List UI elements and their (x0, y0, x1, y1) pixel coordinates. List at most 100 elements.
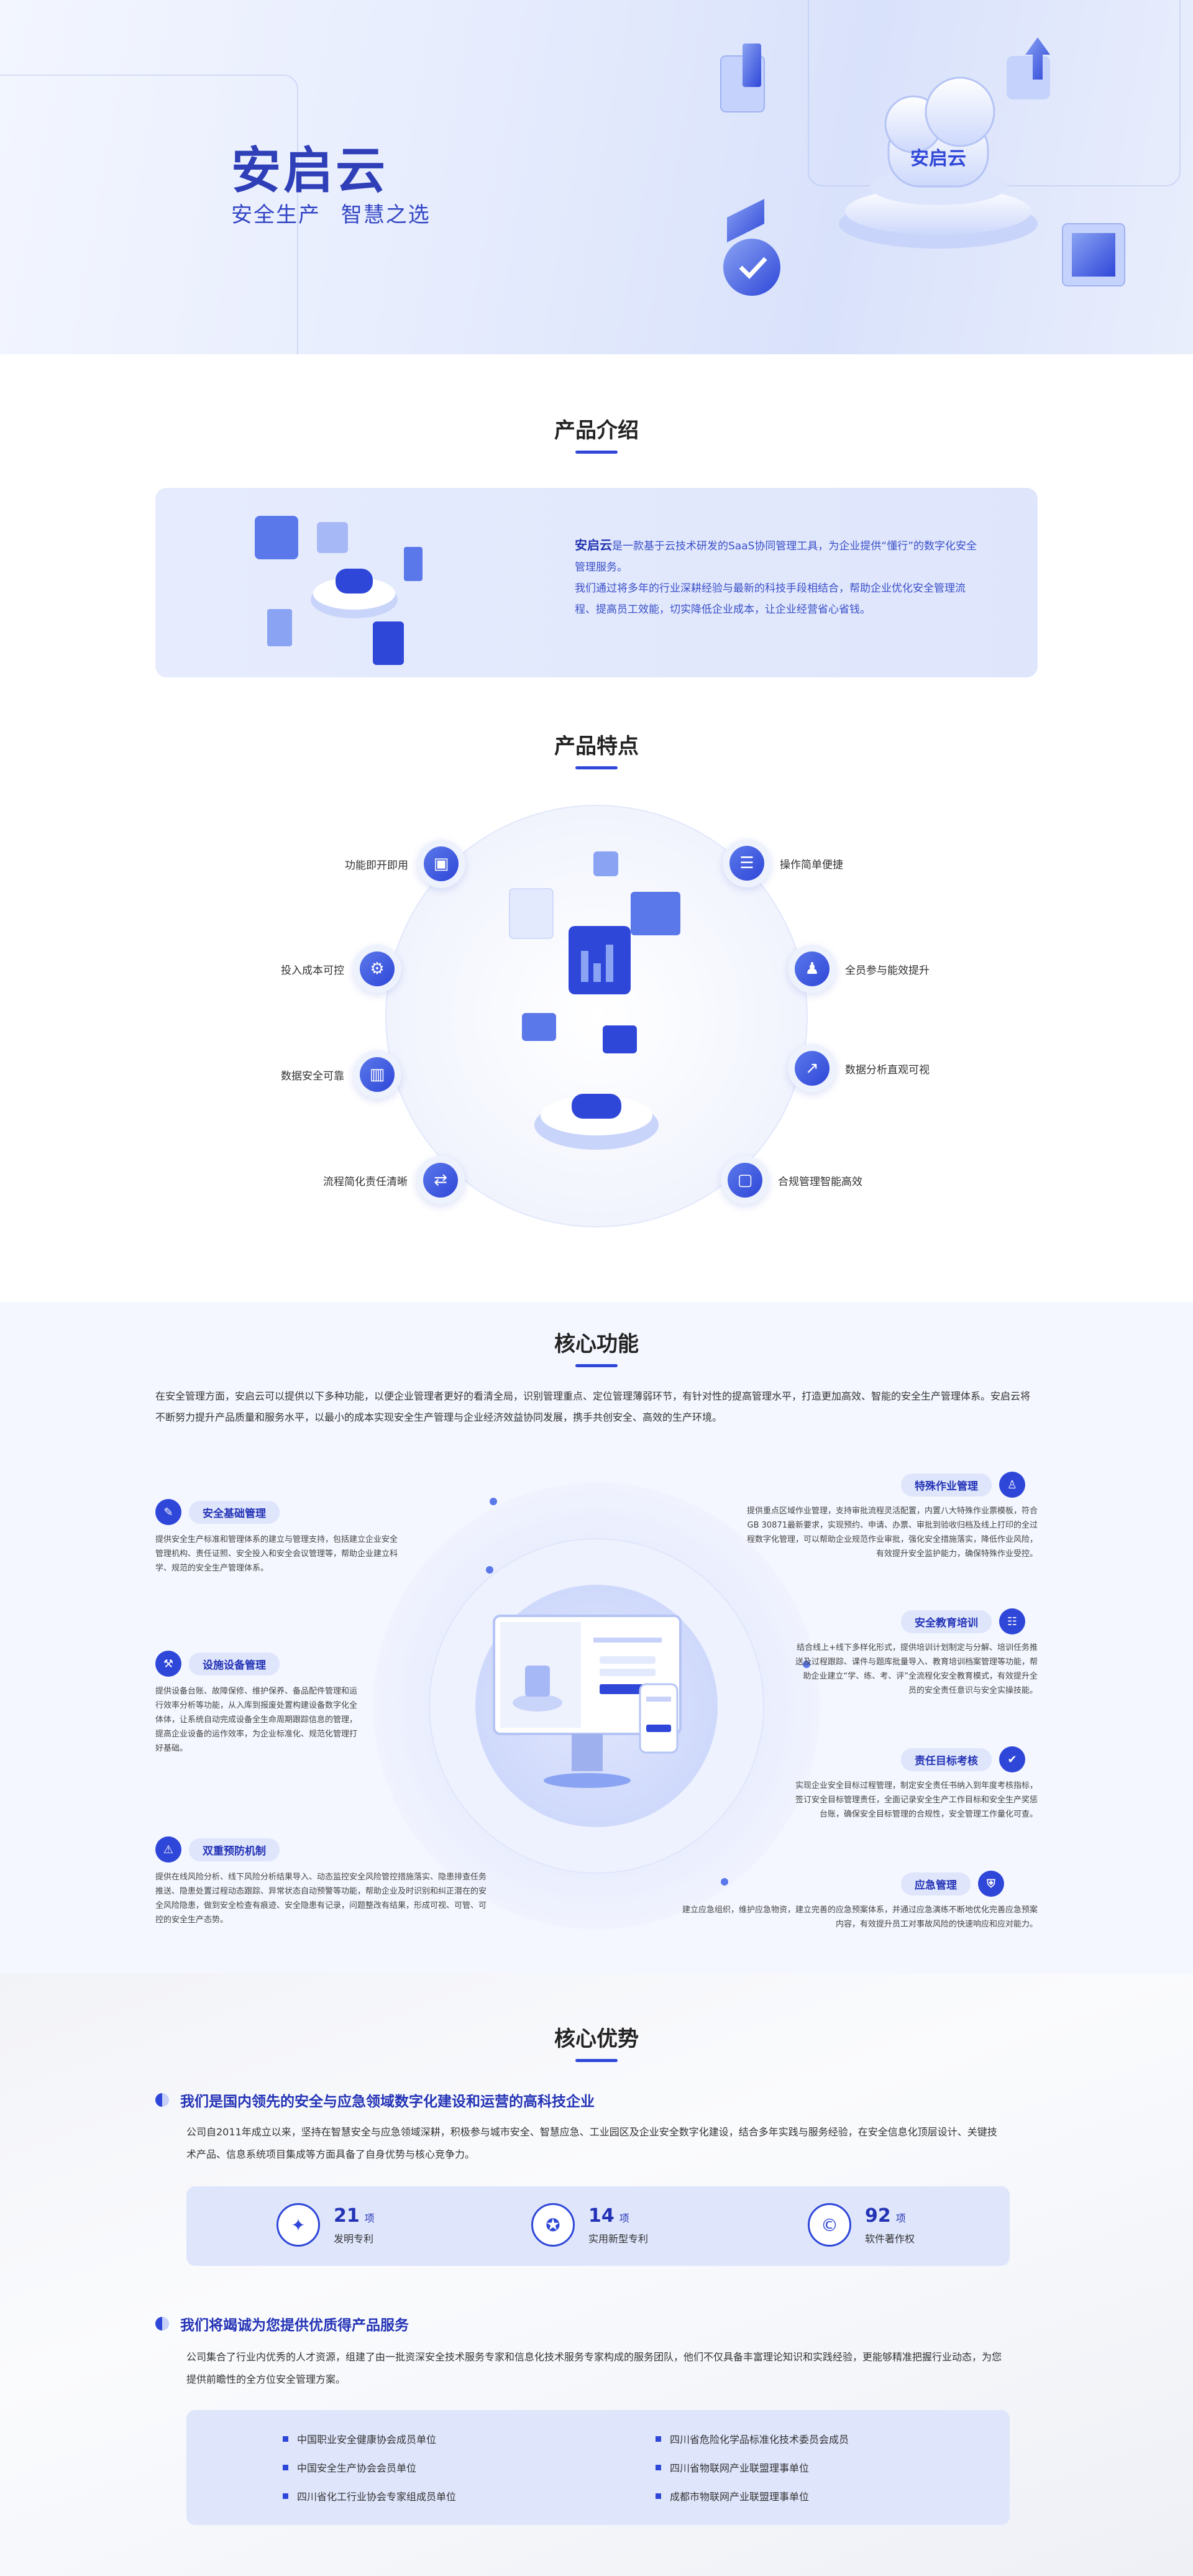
features-illustration (509, 851, 680, 1150)
member-text: 中国职业安全健康协会成员单位 (297, 2434, 437, 2445)
func-title-text: 应急管理 (901, 1872, 971, 1895)
ring-dot (803, 1661, 810, 1668)
intro-title-bar (575, 451, 618, 454)
func-title-safety-basic: ✎ 安全基础管理 (155, 1499, 280, 1525)
func-title-text: 安全基础管理 (189, 1500, 280, 1524)
member-item: 四川省化工行业协会专家组成员单位 (283, 2488, 456, 2503)
monitor-icon: ▢ (721, 1156, 769, 1204)
advantage-heading-text: 我们是国内领先的安全与应急领域数字化建设和运营的高科技企业 (180, 2094, 595, 2110)
hero-banner: 安启云 安全生产 智慧之选 安启云 (0, 0, 1193, 354)
intro-text-1: 是一款基于云技术研发的SaaS协同管理工具，为企业提供“懂行”的数字化安全管理服… (575, 540, 977, 574)
func-title-text: 特殊作业管理 (901, 1473, 992, 1497)
feature-item: 数据安全可靠 ▥ (281, 1050, 401, 1099)
advantage-text-1: 公司自2011年成立以来，坚持在智慧安全与应急领域深耕，积极参与城市安全、智慧应… (186, 2126, 997, 2160)
func-title-special-work: 特殊作业管理 ♙ (901, 1472, 1025, 1498)
intro-card (155, 488, 1038, 677)
func-title-equipment: ⚒ 设施设备管理 (155, 1651, 280, 1677)
member-text: 四川省物联网产业联盟理事单位 (670, 2462, 810, 2474)
layers-icon: ☰ (723, 839, 771, 887)
stat-unit: 项 (364, 2212, 375, 2224)
line-chart-icon: ↗ (788, 1044, 836, 1093)
gear-icon: ⚙ (353, 945, 401, 993)
feature-label: 投入成本可控 (281, 964, 344, 977)
member-item: 四川省物联网产业联盟理事单位 (656, 2460, 809, 2475)
patent-icon: ✦ (277, 2203, 320, 2247)
func-desc-target-assessment: 实现企业安全目标过程管理，制定安全责任书纳入到年度考核指标，签订安全目标管理责任… (795, 1781, 1038, 1819)
feature-item: 投入成本可控 ⚙ (281, 945, 401, 993)
intro-illustration (255, 516, 423, 665)
stat-patent: ✦ 21 项 发明专利 (277, 2203, 375, 2247)
func-desc-emergency: 建立应急组织，维护应急物资，建立完善的应急预案体系，并通过应急演练不断地优化完善… (682, 1905, 1038, 1929)
func-title-training: 安全教育培训 ☷ (901, 1608, 1025, 1634)
stat-number: 14 (588, 2204, 615, 2227)
core-title-bar (575, 1364, 618, 1367)
bullet-square-icon (283, 2493, 288, 2499)
feature-label: 数据分析直观可视 (845, 1063, 930, 1076)
stat-label: 发明专利 (334, 2232, 374, 2245)
ring-dot (486, 1566, 493, 1574)
member-text: 中国安全生产协会会员单位 (297, 2462, 417, 2474)
equipment-icon: ⚒ (155, 1651, 181, 1677)
ring-dot (490, 1498, 497, 1505)
book-icon: ✎ (155, 1499, 181, 1525)
features-title: 产品特点 (554, 734, 639, 759)
stat-label: 软件著作权 (865, 2232, 915, 2245)
intro-text-2: 我们通过将多年的行业深耕经验与最新的科技手段相结合，帮助企业优化安全管理流程、提… (575, 582, 966, 616)
core-description: 在安全管理方面，安启云可以提供以下多种功能，以便企业管理者更好的看清全局，识别管… (155, 1390, 1031, 1423)
func-title-dual-prevention: ⚠ 双重预防机制 (155, 1836, 280, 1863)
member-item: 四川省危险化学品标准化技术委员会成员 (656, 2431, 849, 2446)
bullet-icon (155, 2093, 169, 2107)
hero-brand: 安启云 (231, 143, 388, 198)
bullet-square-icon (656, 2436, 661, 2442)
stat-number: 92 (865, 2204, 891, 2227)
func-title-text: 双重预防机制 (189, 1838, 280, 1861)
feature-label: 功能即开即用 (345, 859, 408, 872)
training-icon: ☷ (999, 1608, 1025, 1634)
flow-icon: ⇄ (416, 1156, 465, 1204)
checklist-icon: ✔ (999, 1746, 1025, 1772)
member-text: 四川省化工行业协会专家组成员单位 (297, 2491, 457, 2503)
advantage-heading-text: 我们将竭诚为您提供优质得产品服务 (180, 2317, 409, 2334)
feature-label: 合规管理智能高效 (778, 1175, 862, 1188)
func-title-text: 责任目标考核 (901, 1748, 992, 1771)
func-desc-safety-basic: 提供安全生产标准和管理体系的建立与管理支持，包括建立企业安全管理机构、责任证照、… (155, 1535, 398, 1573)
func-title-text: 设施设备管理 (189, 1652, 280, 1675)
bullet-square-icon (283, 2464, 288, 2470)
worker-icon: ♙ (999, 1472, 1025, 1498)
stat-unit: 项 (895, 2212, 906, 2224)
advantage-heading-1: 我们是国内领先的安全与应急领域数字化建设和运营的高科技企业 (155, 2089, 595, 2111)
feature-label: 数据安全可靠 (281, 1070, 344, 1083)
features-title-bar (575, 766, 618, 769)
stat-number: 21 (334, 2204, 360, 2227)
alert-icon: ⚠ (155, 1836, 181, 1863)
stat-unit: 项 (619, 2212, 629, 2224)
func-desc-training: 结合线上+线下多样化形式，提供培训计划制定与分解、培训任务推送及过程跟踪、课件与… (795, 1643, 1038, 1695)
advantage-heading-2: 我们将竭诚为您提供优质得产品服务 (155, 2313, 409, 2334)
ring-dot (721, 1878, 728, 1886)
func-title-emergency: 应急管理 ⛨ (901, 1871, 1004, 1897)
intro-title: 产品介绍 (554, 418, 639, 443)
member-item: 成都市物联网产业联盟理事单位 (656, 2488, 809, 2503)
member-item: 中国安全生产协会会员单位 (283, 2460, 416, 2475)
copyright-icon: © (808, 2203, 851, 2247)
member-item: 中国职业安全健康协会成员单位 (283, 2431, 436, 2446)
feature-label: 操作简单便捷 (780, 858, 843, 871)
feature-item: ♟ 全员参与能效提升 (788, 945, 930, 993)
feature-label: 流程简化责任清晰 (323, 1175, 408, 1188)
func-desc-special-work: 提供重点区域作业管理，支持审批流程灵活配置，内置八大特殊作业票模板，符合GB 3… (746, 1506, 1038, 1559)
func-desc-equipment: 提供设备台账、故障保修、维护保养、备品配件管理和运行效率分析等功能，从入库到报废… (155, 1687, 358, 1753)
hero-slogan: 安全生产 智慧之选 (231, 203, 431, 227)
people-icon: ♟ (788, 945, 836, 993)
core-title: 核心功能 (554, 1332, 639, 1357)
member-card (186, 2410, 1010, 2525)
func-desc-dual-prevention: 提供在线风险分析、线下风险分析结果导入、动态监控安全风险管控措施落实、隐患排查任… (155, 1872, 487, 1925)
data-chart-icon: ▥ (353, 1050, 401, 1099)
shield-icon: ⛨ (978, 1871, 1004, 1897)
feature-item: 功能即开即用 ▣ (345, 840, 465, 888)
medal-icon: ✪ (531, 2203, 575, 2247)
advantage-title-bar (575, 2059, 618, 2062)
feature-item: ↗ 数据分析直观可视 (788, 1044, 930, 1093)
bullet-square-icon (283, 2436, 288, 2442)
